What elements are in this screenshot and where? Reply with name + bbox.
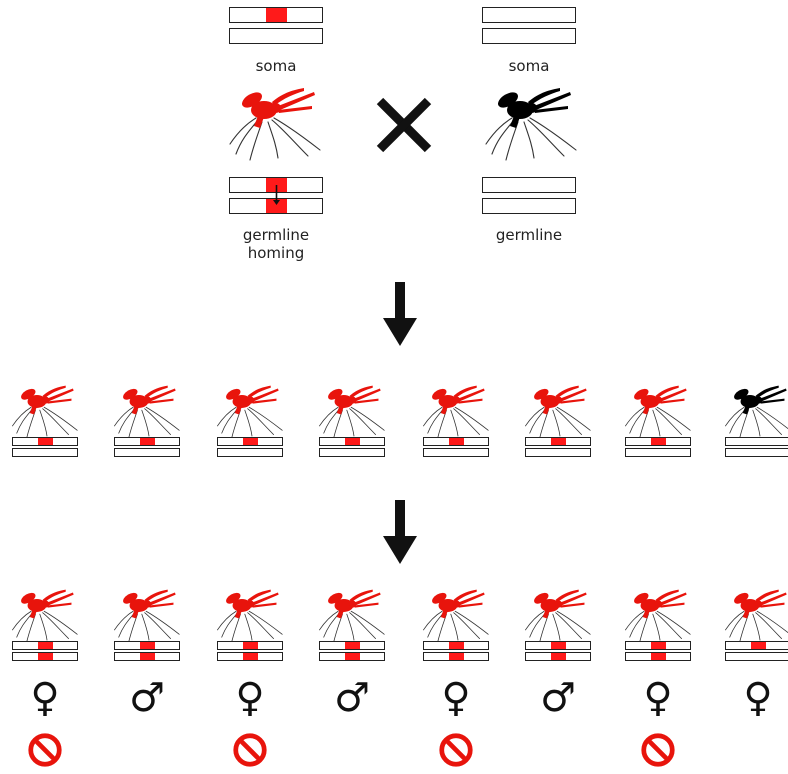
offspring-g1-chromosomes (319, 437, 385, 457)
prohibited-icon (639, 731, 677, 769)
female-symbol: ♀ (235, 675, 265, 721)
offspring-g2-mosquito-icon (624, 588, 696, 646)
parent-left-mosquito-icon (228, 86, 328, 166)
offspring-g1-mosquito-icon (624, 384, 696, 442)
offspring-g2-chromosomes (217, 641, 283, 661)
offspring-g2-chromosomes (319, 641, 385, 661)
parent-left-soma-label: soma (255, 57, 297, 75)
offspring-g1-chromosomes (12, 437, 78, 457)
offspring-g1-chromosomes (114, 437, 180, 457)
female-symbol: ♀ (30, 675, 60, 721)
offspring-g2-mosquito-icon (216, 588, 288, 646)
offspring-g2-chromosomes (423, 641, 489, 661)
male-symbol: ♂ (129, 675, 165, 721)
male-symbol: ♂ (334, 675, 370, 721)
down-arrow-icon (383, 500, 417, 564)
offspring-g1-mosquito-icon (524, 384, 596, 442)
offspring-g1-chromosomes (423, 437, 489, 457)
parent-left-germline-chromosomes (229, 177, 323, 214)
offspring-g2-mosquito-icon (11, 588, 83, 646)
offspring-g1-mosquito-icon (318, 384, 390, 442)
parent-right-soma-label: soma (508, 57, 550, 75)
prohibited-icon (26, 731, 64, 769)
offspring-g2-chromosomes (625, 641, 691, 661)
offspring-g1-chromosomes (725, 437, 788, 457)
female-symbol: ♀ (643, 675, 673, 721)
offspring-g1-chromosomes (525, 437, 591, 457)
offspring-g1-chromosomes (217, 437, 283, 457)
cross-x-icon (376, 97, 432, 153)
down-arrow-icon (383, 282, 417, 346)
offspring-g2-chromosomes (525, 641, 591, 661)
parent-right-mosquito-icon (484, 86, 584, 166)
parent-left-germline-label: germline homing (242, 226, 310, 262)
offspring-g2-mosquito-icon (524, 588, 596, 646)
female-symbol: ♀ (441, 675, 471, 721)
parent-right-soma-chromosomes (482, 7, 576, 44)
offspring-g1-mosquito-icon (422, 384, 494, 442)
offspring-g1-mosquito-icon (113, 384, 185, 442)
offspring-g2-chromosomes (12, 641, 78, 661)
female-symbol: ♀ (743, 675, 773, 721)
offspring-g2-mosquito-icon (113, 588, 185, 646)
offspring-g2-chromosomes (114, 641, 180, 661)
offspring-g1-mosquito-icon (724, 384, 788, 442)
offspring-g1-mosquito-icon (216, 384, 288, 442)
offspring-g2-mosquito-icon (318, 588, 390, 646)
parent-right-germline-chromosomes (482, 177, 576, 214)
offspring-g2-chromosomes (725, 641, 788, 661)
prohibited-icon (437, 731, 475, 769)
prohibited-icon (231, 731, 269, 769)
offspring-g1-chromosomes (625, 437, 691, 457)
offspring-g2-mosquito-icon (724, 588, 788, 646)
parent-left-soma-chromosomes (229, 7, 323, 44)
offspring-g1-mosquito-icon (11, 384, 83, 442)
parent-right-germline-label: germline (495, 226, 563, 244)
offspring-g2-mosquito-icon (422, 588, 494, 646)
male-symbol: ♂ (540, 675, 576, 721)
